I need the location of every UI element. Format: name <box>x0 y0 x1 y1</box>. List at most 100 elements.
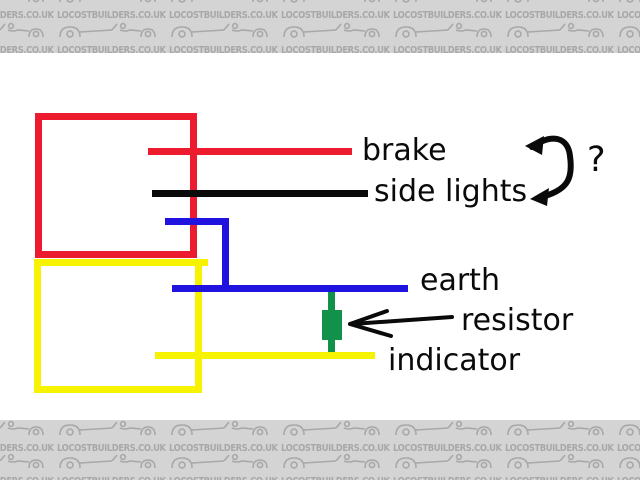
side-lights-wire <box>152 190 368 197</box>
brake-sidelight-lamp-outline <box>35 113 197 258</box>
watermark-unit: LOCOSTBUILDERS.CO.UK <box>501 0 614 22</box>
brake-label: brake <box>362 133 447 168</box>
car-watermark-icon <box>395 420 492 436</box>
watermark-unit: LOCOSTBUILDERS.CO.UK <box>277 453 390 480</box>
watermark-unit: LOCOSTBUILDERS.CO.UK <box>501 22 614 53</box>
car-watermark-icon <box>28 0 44 3</box>
watermark-unit: LOCOSTBUILDERS.CO.UK <box>613 0 640 22</box>
question-mark-label: ? <box>587 140 606 180</box>
watermark-banner-top: LOCOSTBUILDERS.CO.UK LOCOSTBUILDERS.CO.U… <box>0 0 640 53</box>
watermark-text: LOCOSTBUILDERS.CO.UK <box>169 476 278 480</box>
watermark-text: LOCOSTBUILDERS.CO.UK <box>0 443 54 454</box>
earth-wire-vertical <box>222 218 229 292</box>
watermark-text: LOCOSTBUILDERS.CO.UK <box>393 476 502 480</box>
watermark-text: LOCOSTBUILDERS.CO.UK <box>0 45 54 53</box>
car-watermark-icon <box>59 453 156 469</box>
watermark-row: LOCOSTBUILDERS.CO.UK LOCOSTBUILDERS.CO.U… <box>0 22 640 53</box>
indicator-wire <box>155 352 375 359</box>
watermark-text: LOCOSTBUILDERS.CO.UK <box>505 443 614 454</box>
car-watermark-icon <box>619 457 640 469</box>
watermark-text: LOCOSTBUILDERS.CO.UK <box>281 443 390 454</box>
watermark-text: LOCOSTBUILDERS.CO.UK <box>617 10 640 21</box>
car-watermark-icon <box>171 453 268 469</box>
watermark-unit: LOCOSTBUILDERS.CO.UK <box>165 453 278 480</box>
car-watermark-icon <box>59 0 156 3</box>
watermark-text: LOCOSTBUILDERS.CO.UK <box>57 10 166 21</box>
earth-wire-stub <box>165 218 228 225</box>
indicator-label: indicator <box>388 343 521 378</box>
watermark-row: LOCOSTBUILDERS.CO.UK LOCOSTBUILDERS.CO.U… <box>0 453 640 480</box>
watermark-text: LOCOSTBUILDERS.CO.UK <box>57 443 166 454</box>
watermark-text: LOCOSTBUILDERS.CO.UK <box>169 443 278 454</box>
car-watermark-icon <box>395 0 492 3</box>
watermark-unit: LOCOSTBUILDERS.CO.UK <box>501 420 614 455</box>
watermark-unit: LOCOSTBUILDERS.CO.UK <box>389 22 502 53</box>
watermark-text: LOCOSTBUILDERS.CO.UK <box>0 476 54 480</box>
indicator-lamp-outline-corner <box>202 259 208 266</box>
earth-label: earth <box>420 263 500 298</box>
car-watermark-icon <box>283 453 380 469</box>
car-watermark-icon <box>59 420 156 436</box>
car-watermark-icon <box>619 26 640 38</box>
car-watermark-icon <box>0 22 44 38</box>
watermark-text: LOCOSTBUILDERS.CO.UK <box>169 45 278 53</box>
watermark-unit: LOCOSTBUILDERS.CO.UK <box>277 0 390 22</box>
watermark-unit: LOCOSTBUILDERS.CO.UK <box>53 453 166 480</box>
car-watermark-icon <box>283 22 380 38</box>
watermark-unit: LOCOSTBUILDERS.CO.UK <box>0 22 54 53</box>
car-watermark-icon <box>619 0 640 3</box>
watermark-unit: LOCOSTBUILDERS.CO.UK <box>165 420 278 455</box>
car-watermark-icon <box>395 453 492 469</box>
brake-wire <box>148 148 352 155</box>
watermark-unit: LOCOSTBUILDERS.CO.UK <box>613 453 640 480</box>
watermark-text: LOCOSTBUILDERS.CO.UK <box>505 45 614 53</box>
watermark-unit: LOCOSTBUILDERS.CO.UK <box>389 420 502 455</box>
watermark-unit: LOCOSTBUILDERS.CO.UK <box>389 453 502 480</box>
watermark-unit: LOCOSTBUILDERS.CO.UK <box>53 22 166 53</box>
watermark-unit: LOCOSTBUILDERS.CO.UK <box>53 0 166 22</box>
watermark-text: LOCOSTBUILDERS.CO.UK <box>169 10 278 21</box>
watermark-text: LOCOSTBUILDERS.CO.UK <box>0 10 54 21</box>
car-watermark-icon <box>507 22 604 38</box>
watermark-text: LOCOSTBUILDERS.CO.UK <box>57 476 166 480</box>
watermark-banner-bottom: LOCOSTBUILDERS.CO.UK LOCOSTBUILDERS.CO.U… <box>0 420 640 480</box>
resistor-pointer-arrow-icon <box>348 309 454 338</box>
watermark-unit: LOCOSTBUILDERS.CO.UK <box>0 453 54 480</box>
watermark-text: LOCOSTBUILDERS.CO.UK <box>281 45 390 53</box>
watermark-text: LOCOSTBUILDERS.CO.UK <box>617 45 640 53</box>
car-watermark-icon <box>283 0 380 3</box>
side-lights-label: side lights <box>374 174 528 209</box>
car-watermark-icon <box>283 420 380 436</box>
watermark-unit: LOCOSTBUILDERS.CO.UK <box>277 420 390 455</box>
car-watermark-icon <box>171 0 268 3</box>
watermark-text: LOCOSTBUILDERS.CO.UK <box>393 45 502 53</box>
indicator-lamp-outline <box>34 259 202 393</box>
watermark-unit: LOCOSTBUILDERS.CO.UK <box>501 453 614 480</box>
watermark-unit: LOCOSTBUILDERS.CO.UK <box>277 22 390 53</box>
resistor-label: resistor <box>461 303 574 338</box>
resistor-symbol <box>322 310 342 340</box>
car-watermark-icon <box>507 0 604 3</box>
watermark-unit: LOCOSTBUILDERS.CO.UK <box>165 0 278 22</box>
swap-arrow-icon <box>525 135 574 206</box>
watermark-unit: LOCOSTBUILDERS.CO.UK <box>389 0 502 22</box>
watermark-text: LOCOSTBUILDERS.CO.UK <box>617 443 640 454</box>
car-watermark-icon <box>507 453 604 469</box>
car-watermark-icon <box>507 420 604 436</box>
earth-wire-main <box>172 285 408 292</box>
watermark-text: LOCOSTBUILDERS.CO.UK <box>505 476 614 480</box>
car-watermark-icon <box>619 424 640 436</box>
watermark-text: LOCOSTBUILDERS.CO.UK <box>281 476 390 480</box>
watermark-unit: LOCOSTBUILDERS.CO.UK <box>53 420 166 455</box>
watermark-text: LOCOSTBUILDERS.CO.UK <box>281 10 390 21</box>
watermark-text: LOCOSTBUILDERS.CO.UK <box>393 10 502 21</box>
watermark-unit: LOCOSTBUILDERS.CO.UK <box>613 420 640 455</box>
car-watermark-icon <box>59 22 156 38</box>
watermark-row: LOCOSTBUILDERS.CO.UK LOCOSTBUILDERS.CO.U… <box>0 420 640 455</box>
car-watermark-icon <box>171 420 268 436</box>
car-watermark-icon <box>171 22 268 38</box>
car-watermark-icon <box>0 420 44 436</box>
watermark-row: LOCOSTBUILDERS.CO.UK LOCOSTBUILDERS.CO.U… <box>0 0 640 22</box>
watermark-unit: LOCOSTBUILDERS.CO.UK <box>613 22 640 53</box>
